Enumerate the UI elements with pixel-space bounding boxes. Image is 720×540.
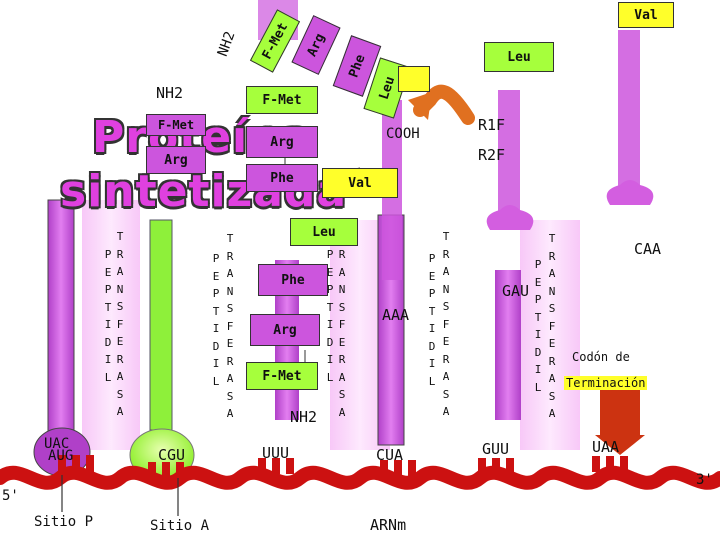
uuu-label: UUU [262, 444, 290, 462]
pink-column-right [520, 220, 580, 450]
guu-label: GUU [482, 440, 510, 458]
sitio-a-label: Sitio A [150, 518, 210, 534]
uac-label: UAC [44, 436, 70, 452]
sitio-p-label: Sitio P [34, 514, 94, 530]
arg-left-box: Arg [146, 146, 206, 174]
fmet-mid-box: F-Met [246, 86, 318, 114]
cua-label: CUA [376, 446, 404, 464]
cooh-label: COOH [386, 126, 420, 142]
cgu-label: CGU [158, 446, 186, 464]
trna-top-leu [486, 205, 534, 230]
trna-upper-val-stem [618, 30, 640, 205]
pink-column-left [82, 200, 140, 450]
val-top-box: Val [618, 2, 674, 28]
r2f-label: R2F [478, 146, 506, 164]
arg-mid-box: Arg [246, 126, 318, 158]
trna-upper-leu-stem [498, 90, 520, 230]
leu-top-box: Leu [484, 42, 554, 72]
aaa-label: AAA [382, 306, 410, 324]
trna-top-val [606, 180, 654, 205]
trna-stem-a [149, 219, 173, 431]
fmet-left-box: F-Met [146, 114, 206, 136]
codon-de-label: Codón de [572, 350, 630, 364]
r1f-label: R1F [478, 116, 506, 134]
five-prime-label: 5' [2, 488, 19, 504]
fmet-lower-box: F-Met [246, 362, 318, 390]
aug-label: AUG [48, 448, 74, 464]
nh2-lower-label: NH2 [290, 408, 318, 426]
trna-stem-p [47, 199, 75, 441]
arg-lower-box: Arg [250, 314, 320, 346]
caa-label: CAA [634, 240, 662, 258]
arnm-label: ARNm [370, 516, 407, 534]
nh2-upper-label: NH2 [156, 84, 184, 102]
trna-stem-free2 [495, 270, 521, 420]
gau-label: GAU [502, 282, 530, 300]
uaa-label: UAA [592, 438, 620, 456]
terminacion-label: Terminación [564, 376, 648, 390]
stop-codon-arrow [595, 390, 645, 455]
phe-lower-box: Phe [258, 264, 328, 296]
mrna-strand [0, 465, 720, 490]
release-factor-arrowhead [408, 92, 432, 120]
three-prime-label: 3' [696, 472, 713, 488]
yellow-small-box [398, 66, 430, 92]
phe-mid-box: Phe [246, 164, 318, 192]
mrna-bumps [58, 455, 628, 476]
val-mid-box: Val [322, 168, 398, 198]
leu-lower-box: Leu [290, 218, 358, 246]
